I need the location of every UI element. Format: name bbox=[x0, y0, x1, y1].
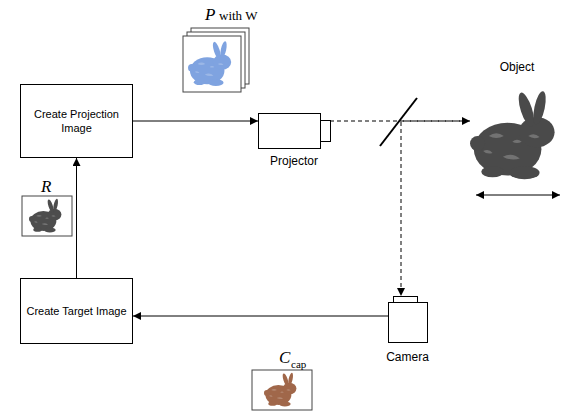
projection-images bbox=[183, 28, 249, 92]
projector-node: Projector bbox=[258, 113, 330, 148]
data-arrow bbox=[133, 121, 258, 122]
image-symbol: C bbox=[279, 349, 290, 366]
box-label: Create Target Image bbox=[26, 304, 126, 318]
device-label: Camera bbox=[386, 350, 429, 366]
captured-image bbox=[252, 370, 312, 410]
projector-symbol bbox=[259, 114, 331, 149]
camera-symbol bbox=[389, 297, 428, 343]
image-symbol: P bbox=[205, 6, 215, 23]
device-label: Object bbox=[500, 60, 535, 76]
data-arrow bbox=[76, 158, 77, 278]
box-label: Create Projection Image bbox=[25, 107, 128, 136]
target-image bbox=[22, 196, 72, 236]
device-label: Projector bbox=[270, 154, 318, 170]
process-box: Create Target Image bbox=[20, 278, 133, 344]
image-note: with W bbox=[219, 9, 257, 22]
image-subscript: cap bbox=[291, 359, 306, 370]
data-arrow bbox=[133, 316, 388, 317]
camera-node: Camera bbox=[388, 296, 427, 342]
motion-arrow bbox=[476, 195, 560, 196]
light-path bbox=[401, 121, 470, 296]
object-figure bbox=[470, 90, 555, 179]
process-box: Create Projection Image bbox=[20, 84, 133, 158]
object-node: Object bbox=[470, 84, 564, 188]
image-symbol: R bbox=[41, 178, 51, 195]
mirror bbox=[380, 98, 417, 146]
